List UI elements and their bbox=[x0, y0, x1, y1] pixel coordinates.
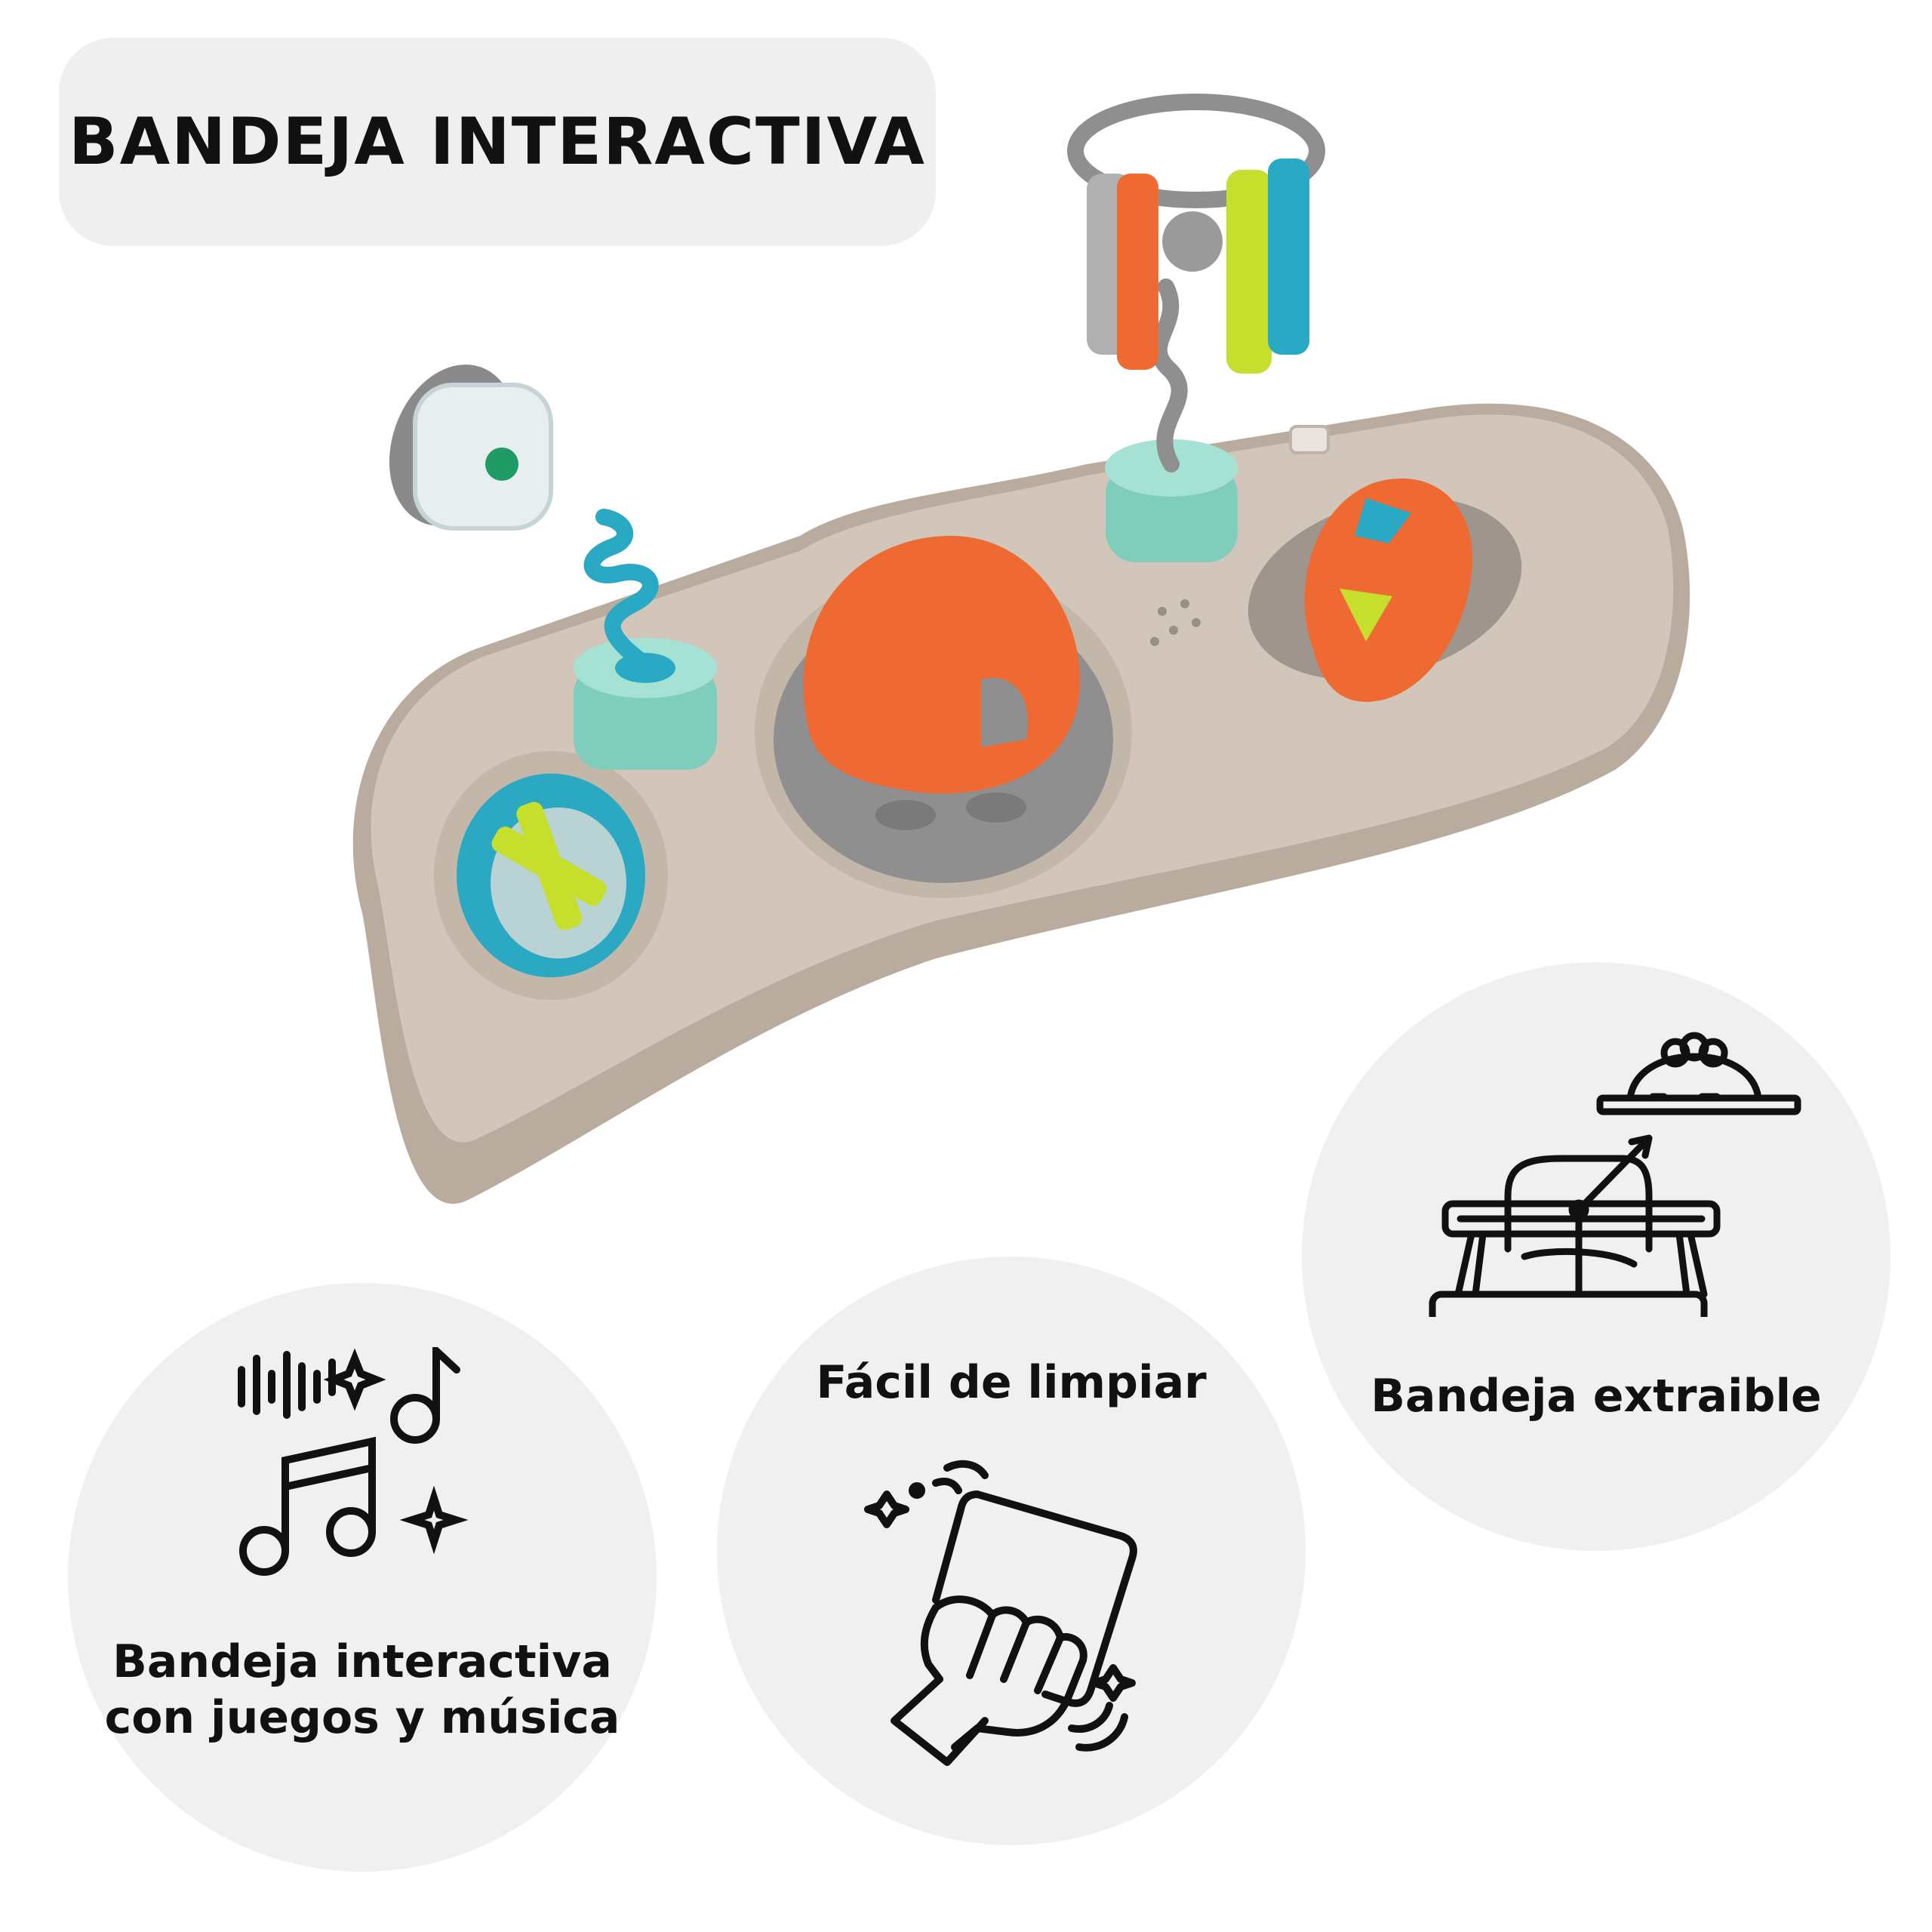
shape-ring-toy bbox=[1067, 94, 1325, 562]
feature-label-removable: Bandeja extraible bbox=[1302, 1368, 1890, 1424]
feature-label-interactive: Bandeja interactiva con juegos y música bbox=[68, 1634, 657, 1746]
activity-tray-image bbox=[352, 94, 1690, 1204]
feature-easy-clean: Fácil de limpiar bbox=[717, 1257, 1306, 1845]
title-badge: BANDEJA INTERACTIVA bbox=[59, 38, 936, 246]
hand-wiping-icon bbox=[864, 1460, 1137, 1766]
rattle-toy bbox=[389, 365, 717, 770]
feature-label-line: con juegos y música bbox=[104, 1691, 620, 1744]
spinner-toy bbox=[434, 751, 668, 1000]
feature-removable-tray: Bandeja extraible bbox=[1302, 962, 1890, 1551]
feature-label-line: Fácil de limpiar bbox=[816, 1356, 1207, 1409]
speaker-holes bbox=[1150, 599, 1201, 646]
feature-interactive-music: Bandeja interactiva con juegos y música bbox=[68, 1283, 657, 1872]
button-pad-toy bbox=[1247, 478, 1522, 702]
page-title: BANDEJA INTERACTIVA bbox=[69, 104, 926, 180]
power-switch bbox=[1289, 425, 1330, 454]
feature-label-line: Bandeja interactiva bbox=[112, 1635, 612, 1688]
music-notes-icon bbox=[238, 1347, 469, 1576]
feature-label-clean: Fácil de limpiar bbox=[717, 1355, 1306, 1411]
orange-dome-toy bbox=[755, 536, 1132, 898]
walker-tray-icon bbox=[1429, 1032, 1801, 1317]
feature-label-line: Bandeja extraible bbox=[1371, 1370, 1822, 1423]
